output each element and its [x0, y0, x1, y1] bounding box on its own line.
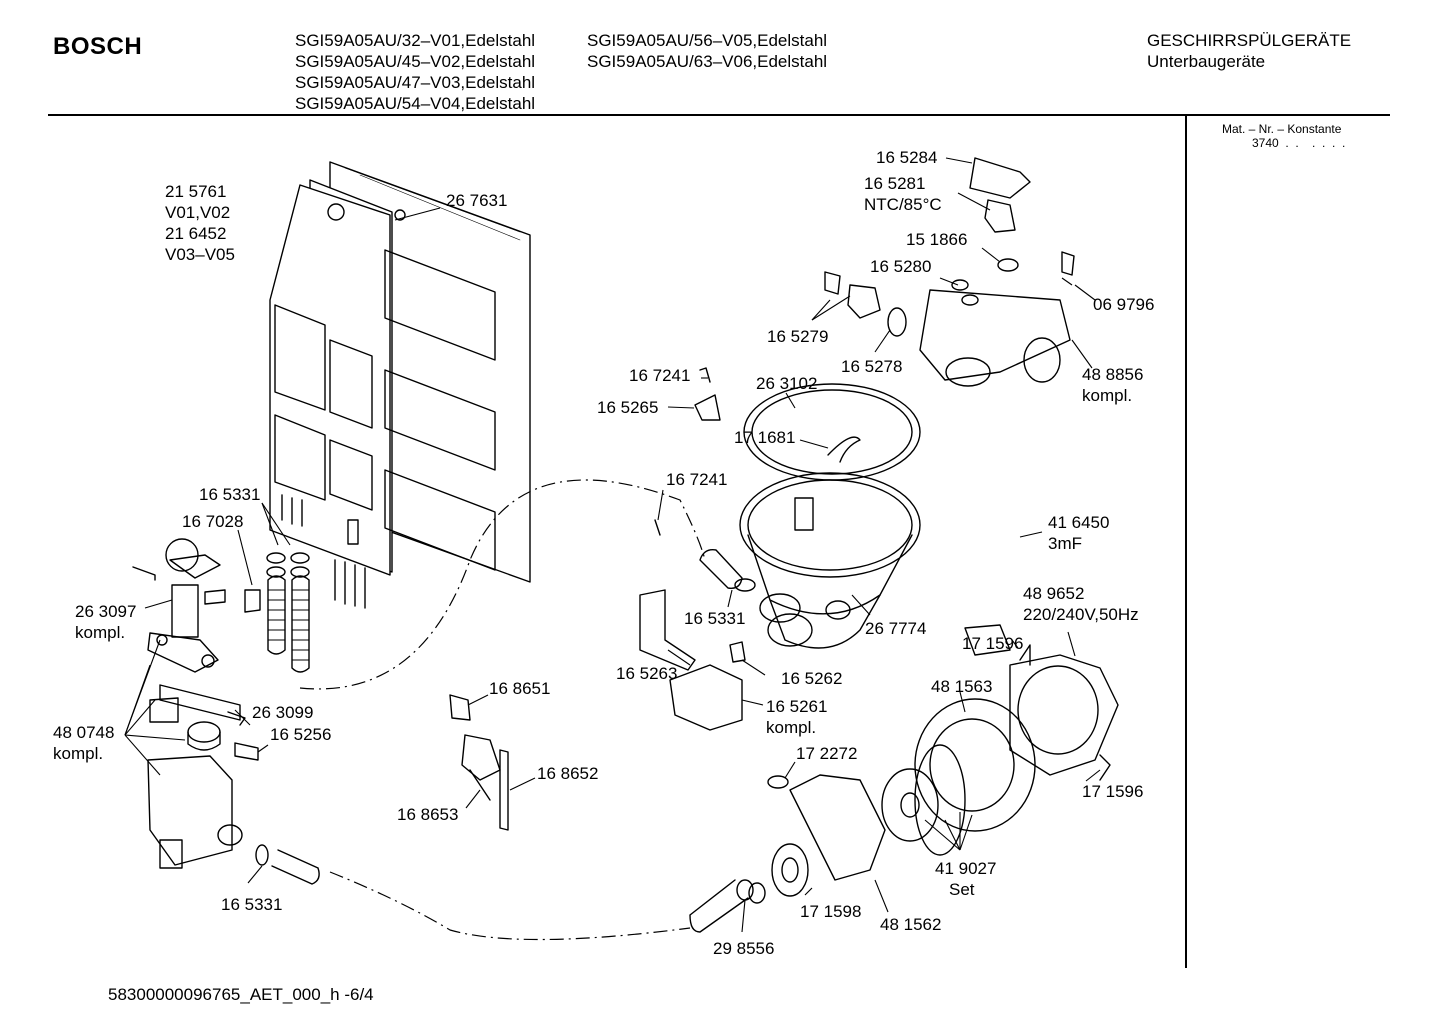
label-line: 220/240V,50Hz [1023, 605, 1139, 624]
material-constant: Mat. – Nr. – Konstante 3740 . . . . . . [1222, 122, 1345, 150]
part-label: 41 6450 3mF [1048, 513, 1114, 553]
label-line: kompl. [1082, 386, 1132, 405]
top-right-parts [654, 157, 1075, 536]
part-label: 21 5761 V01,V02 21 6452 V03–V05 [165, 182, 235, 264]
part-label: 16 5278 [841, 357, 902, 376]
mat-label: Mat. – Nr. – Konstante [1222, 122, 1342, 136]
part-label: 17 1598 [800, 902, 861, 921]
part-label: 17 1681 [734, 428, 795, 447]
pump-drawings [639, 589, 1119, 897]
part-label: 16 5331 [199, 485, 260, 504]
label-line: V03–V05 [165, 245, 235, 264]
part-label: 26 7774 [865, 619, 926, 638]
part-label: 16 8653 [397, 805, 458, 824]
part-label: 48 1562 [880, 915, 941, 934]
model-line: SGI59A05AU/63–V06,Edelstahl [587, 52, 828, 71]
part-label: 17 1596 [962, 634, 1023, 653]
label-line: kompl. [766, 718, 816, 737]
label-line: 21 6452 [165, 224, 226, 243]
mat-value: 3740 . . . . . . [1252, 136, 1346, 150]
part-label: 17 2272 [796, 744, 857, 763]
left-valve-drawings [132, 538, 261, 869]
drain-parts [449, 694, 509, 831]
part-label: 16 5265 [597, 398, 658, 417]
part-label: 16 5331 [684, 609, 745, 628]
label-line: 21 5761 [165, 182, 226, 201]
label-line: 48 0748 [53, 723, 114, 742]
model-list-2: SGI59A05AU/56–V05,Edelstahl SGI59A05AU/6… [587, 30, 827, 72]
part-label: 26 3099 [252, 703, 313, 722]
model-line: SGI59A05AU/54–V04,Edelstahl [295, 94, 536, 113]
category-subtitle: Unterbaugeräte [1147, 52, 1266, 71]
model-list-1: SGI59A05AU/32–V01,Edelstahl SGI59A05AU/4… [295, 30, 535, 114]
leader-lines [124, 157, 1101, 933]
part-label: 16 5261 kompl. [766, 697, 832, 737]
label-line: kompl. [53, 744, 103, 763]
model-line: SGI59A05AU/45–V02,Edelstahl [295, 52, 536, 71]
label-line: 41 9027 [935, 859, 996, 878]
part-drawings [132, 157, 1119, 933]
part-label: 16 7028 [182, 512, 243, 531]
sump-drawing [739, 383, 921, 649]
label-line: 48 9652 [1023, 584, 1084, 603]
category-title: GESCHIRRSPÜLGERÄTE [1147, 31, 1352, 50]
door-panel-drawing [269, 161, 531, 609]
label-line: Set [949, 880, 975, 899]
label-line: 41 6450 [1048, 513, 1109, 532]
part-label: 16 5280 [870, 257, 931, 276]
part-label: 16 8652 [537, 764, 598, 783]
part-label: 16 5263 [616, 664, 677, 683]
part-label: 16 7241 [666, 470, 727, 489]
part-label: 48 1563 [931, 677, 992, 696]
label-line: V01,V02 [165, 203, 230, 222]
label-line: 16 5281 [864, 174, 925, 193]
brand-logo: BOSCH [53, 33, 143, 60]
hose-routes [299, 479, 706, 941]
part-label: 16 5262 [781, 669, 842, 688]
part-label: 16 5284 [876, 148, 937, 167]
part-label: 17 1596 [1082, 782, 1143, 801]
part-label: 16 5279 [767, 327, 828, 346]
label-line: kompl. [75, 623, 125, 642]
part-label: 29 8556 [713, 939, 774, 958]
part-label: 48 9652 220/240V,50Hz [1023, 584, 1139, 624]
hose-drawings [255, 549, 766, 933]
part-label: 16 8651 [489, 679, 550, 698]
model-line: SGI59A05AU/47–V03,Edelstahl [295, 73, 536, 92]
category-block: GESCHIRRSPÜLGERÄTE Unterbaugeräte [1147, 30, 1351, 72]
label-line: 16 5261 [766, 697, 827, 716]
document-id: 58300000096765_AET_000_h -6/4 [108, 985, 374, 1004]
model-line: SGI59A05AU/56–V05,Edelstahl [587, 31, 828, 50]
part-label: 16 5256 [270, 725, 331, 744]
part-label: 26 3102 [756, 374, 817, 393]
part-label: 26 7631 [446, 191, 507, 210]
part-label: 26 3097 kompl. [75, 602, 141, 642]
part-label: 16 5331 [221, 895, 282, 914]
part-label: 48 8856 kompl. [1082, 365, 1148, 405]
sidebar-divider [1185, 116, 1187, 968]
part-label: 48 0748 kompl. [53, 723, 119, 763]
part-label: 16 7241 [629, 366, 690, 385]
label-line: 48 8856 [1082, 365, 1143, 384]
part-label: 41 9027 Set [935, 859, 1001, 899]
label-line: 26 3097 [75, 602, 136, 621]
model-line: SGI59A05AU/32–V01,Edelstahl [295, 31, 536, 50]
part-label: 06 9796 [1093, 295, 1154, 314]
label-line: NTC/85°C [864, 195, 942, 214]
part-label: 16 5281 NTC/85°C [864, 174, 942, 214]
label-line: 3mF [1048, 534, 1082, 553]
part-labels: 21 5761 V01,V02 21 6452 V03–V05 26 7631 … [53, 148, 1154, 958]
part-label: 15 1866 [906, 230, 967, 249]
header-rule [48, 114, 1390, 116]
